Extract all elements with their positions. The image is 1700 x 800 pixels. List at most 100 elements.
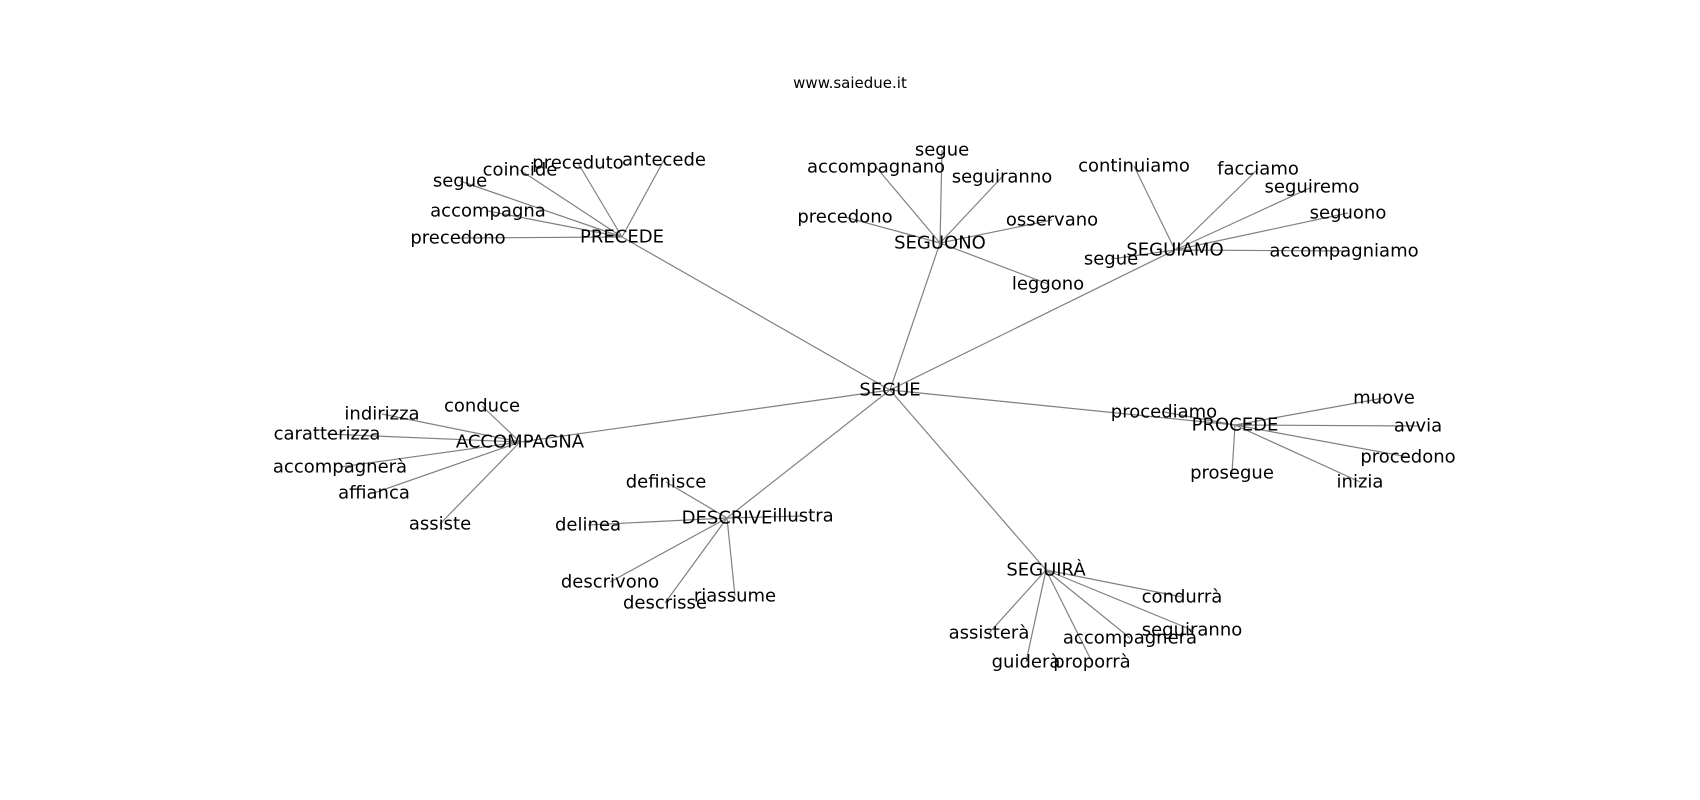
edge-group-to-leaf xyxy=(875,166,941,244)
leaf-node-label: indirizza xyxy=(344,404,419,425)
edge-group-to-leaf xyxy=(939,242,1049,285)
leaf-node-label: caratterizza xyxy=(274,424,381,445)
leaf-node-label: muove xyxy=(1353,388,1415,409)
edge-group-to-leaf xyxy=(621,159,665,238)
edge-root-to-group xyxy=(726,389,891,519)
leaf-node-label: assiste xyxy=(409,514,471,535)
edge-group-to-leaf xyxy=(609,517,728,583)
group-node-label: ACCOMPAGNA xyxy=(456,432,585,453)
edge-group-to-leaf xyxy=(1133,165,1176,251)
leaf-node-label: seguiranno xyxy=(1142,620,1243,641)
edge-group-to-leaf xyxy=(1234,397,1385,426)
leaf-node-label: accompagnano xyxy=(807,157,945,178)
leaf-node-label: facciamo xyxy=(1217,159,1299,180)
group-node-label: PRECEDE xyxy=(580,227,664,248)
edge-group-to-leaf xyxy=(381,413,521,443)
leaf-node-label: definisce xyxy=(626,472,707,493)
edge-group-to-leaf xyxy=(1234,424,1361,483)
leaf-node-label: coincide xyxy=(483,160,558,181)
leaf-node-label: avvia xyxy=(1394,416,1442,437)
group-node-label: DESCRIVE xyxy=(682,508,773,529)
leaf-node-label: procediamo xyxy=(1111,402,1217,423)
leaf-node-label: seguono xyxy=(1310,203,1387,224)
leaf-node-label: accompagnerà xyxy=(1063,628,1197,649)
leaf-node-label: affianca xyxy=(338,483,410,504)
edge-group-to-leaf xyxy=(587,517,728,526)
edge-group-to-leaf xyxy=(988,569,1047,634)
group-node-label: SEGUIAMO xyxy=(1126,240,1223,261)
leaf-node-label: accompagnerà xyxy=(273,457,407,478)
edge-group-to-leaf xyxy=(844,216,941,244)
leaf-node-label: riassume xyxy=(694,586,776,607)
leaf-node-label: leggono xyxy=(1012,274,1084,295)
leaf-node-label: osservano xyxy=(1006,210,1098,231)
leaf-node-label: procedono xyxy=(1360,447,1455,468)
edge-group-to-leaf xyxy=(1174,186,1313,251)
root-node-label: SEGUE xyxy=(859,380,920,401)
edge-group-to-leaf xyxy=(326,433,521,443)
edge-root-to-group xyxy=(889,389,1236,426)
edge-group-to-leaf xyxy=(1045,569,1093,663)
edge-group-to-leaf xyxy=(481,405,521,443)
edge-group-to-leaf xyxy=(373,441,521,494)
edge-group-to-leaf xyxy=(1025,569,1047,663)
edge-group-to-leaf xyxy=(1231,424,1236,474)
edge-group-to-leaf xyxy=(939,219,1053,244)
leaf-node-label: segue xyxy=(915,140,969,161)
leaf-node-label: precedono xyxy=(410,228,505,249)
leaf-node-label: inizia xyxy=(1337,472,1384,493)
edge-group-to-leaf xyxy=(1045,569,1193,631)
edge-group-to-leaf xyxy=(1234,424,1419,427)
leaf-node-label: seguiremo xyxy=(1265,177,1360,198)
edge-group-to-leaf xyxy=(726,517,736,597)
edge-group-to-leaf xyxy=(1163,411,1236,426)
leaf-node-label: descrisse xyxy=(623,593,707,614)
leaf-node-label: proporrà xyxy=(1053,652,1130,673)
edge-group-to-leaf xyxy=(339,441,521,468)
edge-root-to-group xyxy=(519,389,891,443)
leaf-node-label: accompagna xyxy=(430,201,546,222)
edge-group-to-leaf xyxy=(1045,569,1131,639)
group-node-label: SEGUONO xyxy=(894,233,986,254)
edge-group-to-leaf xyxy=(459,180,623,238)
edge-group-to-leaf xyxy=(939,176,1003,244)
leaf-node-label: prosegue xyxy=(1190,463,1274,484)
leaf-node-label: preceduto xyxy=(532,153,623,174)
edge-group-to-leaf xyxy=(1174,212,1349,251)
leaf-node-label: precedono xyxy=(797,207,892,228)
leaf-node-label: assisterà xyxy=(949,623,1030,644)
leaf-node-label: segue xyxy=(1084,249,1138,270)
edge-group-to-leaf xyxy=(1174,249,1345,252)
edge-group-to-leaf xyxy=(487,210,623,238)
edge-group-to-leaf xyxy=(577,162,623,238)
edge-group-to-leaf xyxy=(1234,424,1409,458)
leaf-node-label: accompagniamo xyxy=(1269,241,1418,262)
leaf-node-label: delinea xyxy=(555,515,621,536)
edge-group-to-leaf xyxy=(726,515,804,519)
leaf-node-label: guiderà xyxy=(992,652,1061,673)
leaf-node-label: condurrà xyxy=(1142,587,1223,608)
leaf-node-label: continuiamo xyxy=(1078,156,1190,177)
edge-group-to-leaf xyxy=(439,441,521,525)
edge-group-to-leaf xyxy=(457,236,623,239)
leaf-node-label: antecede xyxy=(622,150,706,171)
leaf-node-label: conduce xyxy=(444,396,520,417)
group-node-label: PROCEDE xyxy=(1192,415,1279,436)
leaf-node-label: seguiranno xyxy=(952,167,1053,188)
edge-layer xyxy=(326,149,1419,663)
edge-group-to-leaf xyxy=(1045,569,1183,598)
edge-root-to-group xyxy=(621,236,891,391)
group-node-label: SEGUIRÀ xyxy=(1006,559,1086,581)
edge-root-to-group xyxy=(889,389,1047,571)
leaf-node-label: segue xyxy=(433,171,487,192)
edge-root-to-group xyxy=(889,242,941,391)
edge-group-to-leaf xyxy=(1110,249,1176,260)
edge-group-to-leaf xyxy=(664,517,728,604)
edge-root-to-group xyxy=(889,249,1176,391)
leaf-node-label: illustra xyxy=(772,506,833,527)
edge-group-to-leaf xyxy=(1174,168,1259,251)
site-title: www.saiedue.it xyxy=(793,74,907,92)
leaf-node-label: descrivono xyxy=(561,572,659,593)
